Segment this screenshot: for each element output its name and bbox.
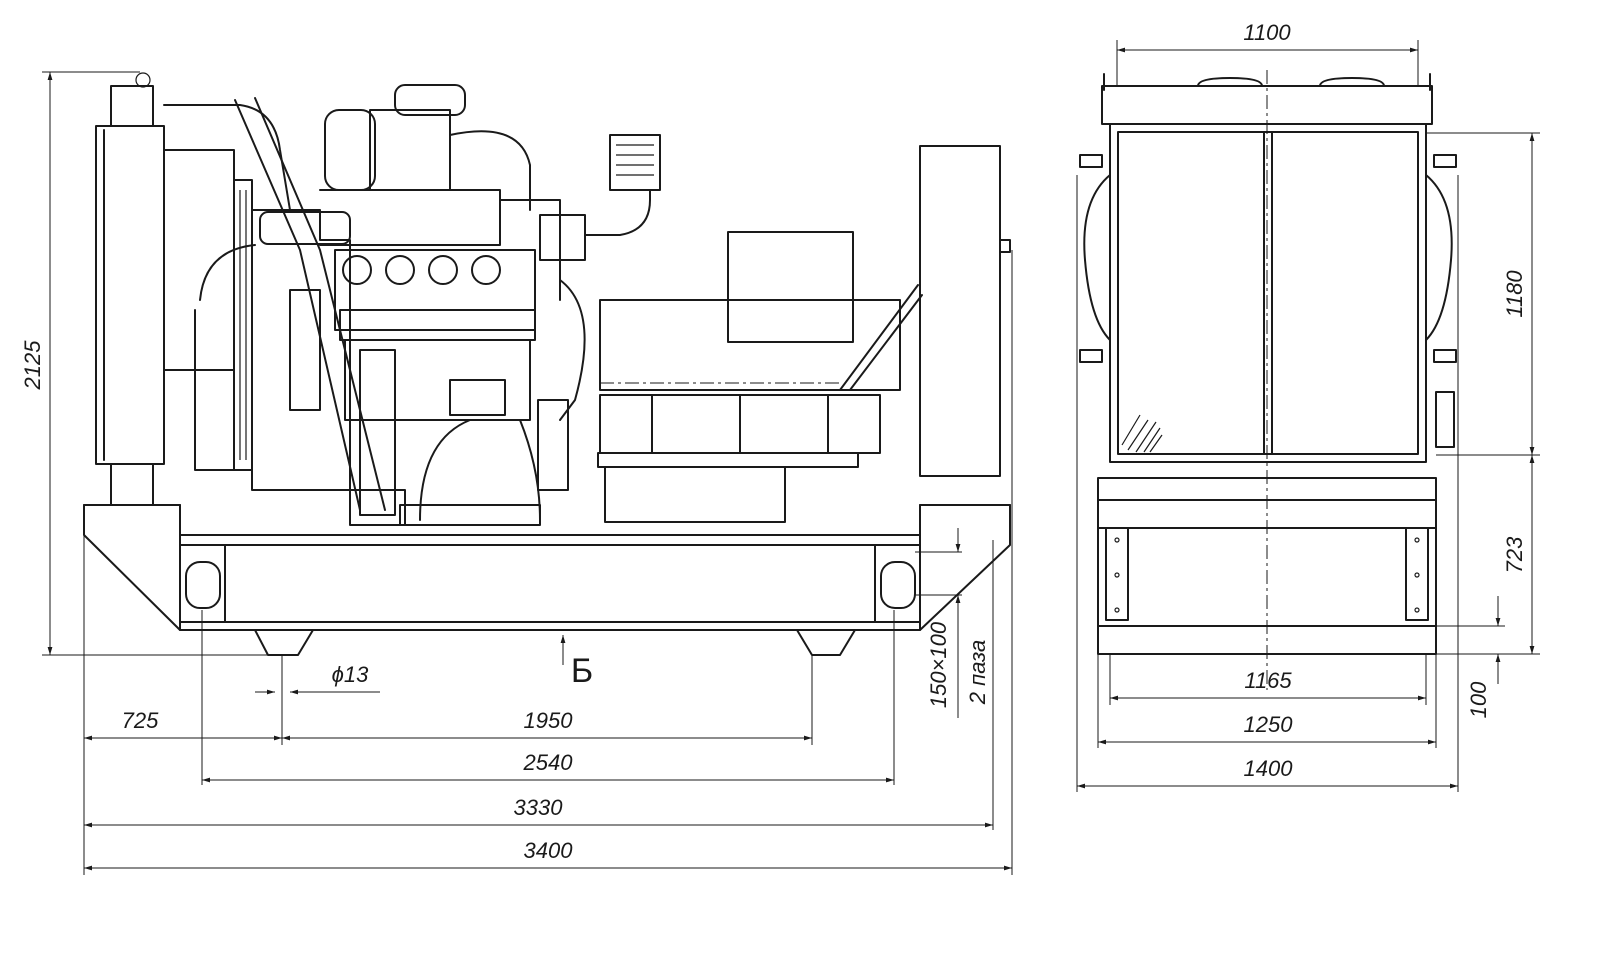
control-panel xyxy=(919,145,1011,477)
dim-1180: 1180 xyxy=(1426,132,1540,456)
frame-slot-left xyxy=(185,561,221,609)
radiator xyxy=(95,72,253,506)
dim-725: 725 xyxy=(84,708,282,741)
dim-slot-count-label: 2 паза xyxy=(965,640,990,705)
view-marker: Б xyxy=(560,635,593,690)
dim-hole-label: ϕ13 xyxy=(332,662,369,687)
dim-1250: 1250 xyxy=(1097,654,1437,748)
mount-foot-left xyxy=(254,629,314,656)
dim-3400: 3400 xyxy=(84,838,1012,871)
dim-1400-label: 1400 xyxy=(1244,756,1294,781)
dim-height-label: 2125 xyxy=(20,340,45,391)
view-marker-label: Б xyxy=(571,652,593,690)
mount-foot-right xyxy=(796,629,856,656)
generator xyxy=(597,231,923,523)
dim-height: 2125 xyxy=(20,71,270,656)
dim-1950: 1950 xyxy=(282,708,812,741)
dim-1100: 1100 xyxy=(1116,20,1419,86)
dim-1165: 1165 xyxy=(1109,654,1427,705)
dim-725-label: 725 xyxy=(122,708,159,733)
dim-723: 723 xyxy=(1436,455,1540,655)
dim-2540: 2540 xyxy=(202,750,894,783)
side-view: 2125 725 1950 2540 3330 xyxy=(20,71,1013,875)
dim-1165-label: 1165 xyxy=(1244,668,1292,693)
end-view: 1100 1180 723 100 1165 xyxy=(1076,20,1540,792)
dim-slot-size-label: 150×100 xyxy=(926,621,951,708)
dim-1180-label: 1180 xyxy=(1502,270,1527,318)
dim-1250-label: 1250 xyxy=(1244,712,1294,737)
dim-hole-diameter: ϕ13 xyxy=(255,662,380,695)
dim-3330-label: 3330 xyxy=(514,795,564,820)
engine-block xyxy=(163,84,661,526)
dim-slot: 150×100 2 паза xyxy=(915,528,990,718)
dim-100-label: 100 xyxy=(1466,681,1491,718)
base-frame xyxy=(83,504,1011,631)
dim-3400-label: 3400 xyxy=(524,838,574,863)
dim-1950-label: 1950 xyxy=(524,708,574,733)
dim-3330: 3330 xyxy=(84,795,993,828)
extension-lines xyxy=(83,250,1013,875)
end-enclosure xyxy=(1079,73,1457,463)
dim-1400: 1400 xyxy=(1076,175,1459,792)
frame-slot-right xyxy=(880,561,916,609)
dim-100: 100 xyxy=(1436,596,1505,718)
dim-2540-label: 2540 xyxy=(523,750,574,775)
dim-723-label: 723 xyxy=(1502,536,1527,573)
dim-1100-label: 1100 xyxy=(1243,20,1291,45)
